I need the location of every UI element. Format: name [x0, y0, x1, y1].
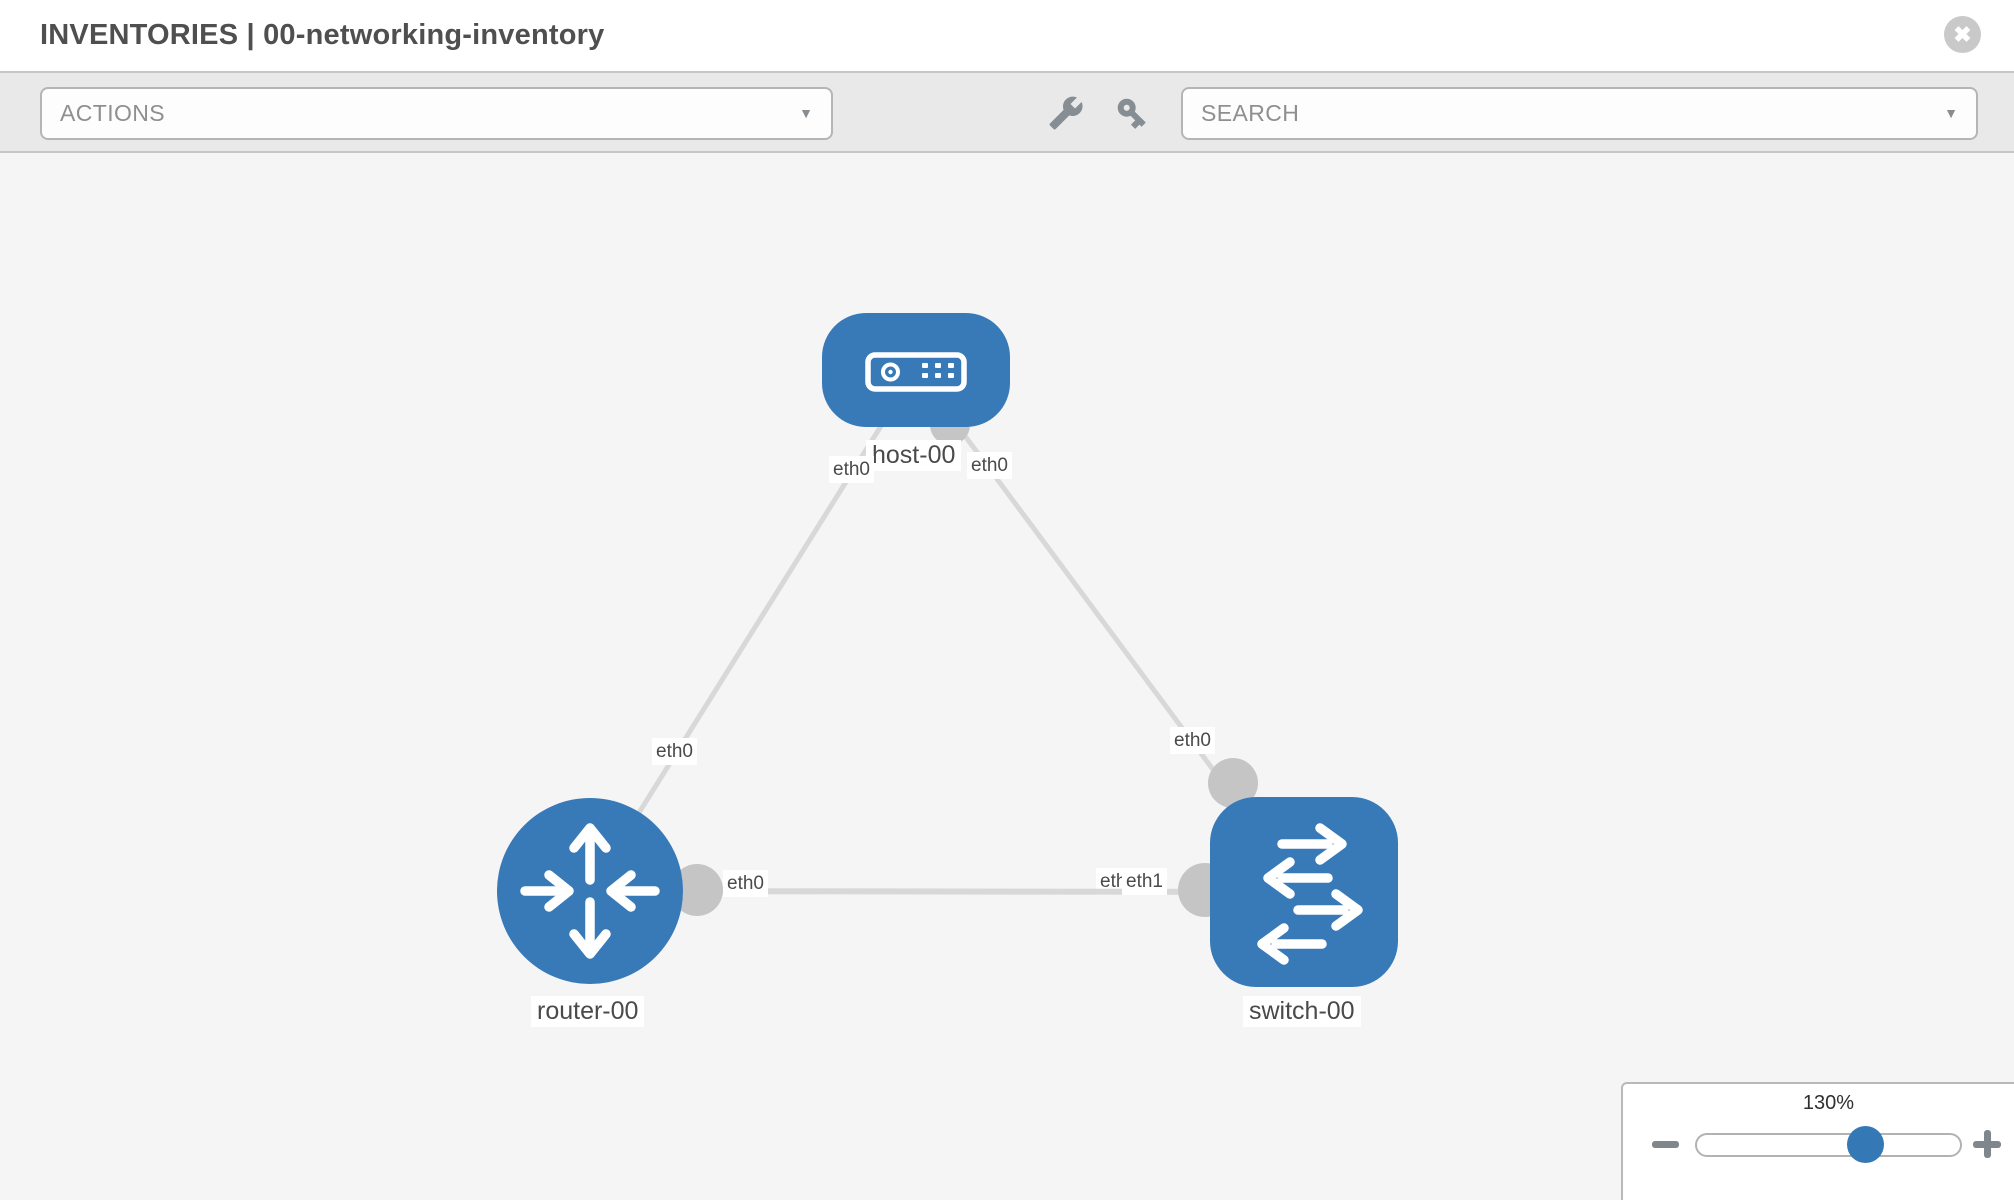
zoom-slider-handle[interactable] — [1847, 1126, 1884, 1163]
switch-icon — [1257, 823, 1363, 965]
chevron-down-icon: ▼ — [1944, 105, 1958, 121]
host-icon — [865, 352, 967, 392]
topology-canvas[interactable]: eth0 — [0, 153, 2014, 1200]
interface-label-router-eth0-right: eth0 — [723, 870, 768, 897]
node-label-router-00: router-00 — [531, 996, 645, 1027]
close-button[interactable]: ✖ — [1944, 16, 1981, 53]
node-label-switch-00: switch-00 — [1243, 996, 1361, 1027]
toolbar: ACTIONS ▼ SEARCH ▼ — [0, 73, 2014, 153]
zoom-out-button[interactable] — [1652, 1141, 1679, 1148]
zoom-in-button[interactable] — [1973, 1130, 2001, 1158]
configure-button[interactable] — [1046, 93, 1086, 133]
node-router-00[interactable] — [497, 798, 683, 984]
page-title: INVENTORIES | 00-networking-inventory — [40, 19, 605, 51]
links-layer — [587, 368, 1307, 917]
node-label-host-00: host-00 — [866, 440, 962, 471]
connector-switch-eth0 — [1208, 758, 1258, 808]
plus-icon — [1984, 1130, 1991, 1158]
key-icon — [1117, 98, 1146, 129]
credentials-button[interactable] — [1112, 93, 1152, 133]
interface-label-host-eth0-right: eth0 — [967, 452, 1012, 479]
close-icon: ✖ — [1953, 21, 1972, 47]
router-icon — [520, 823, 660, 959]
interface-label-switch-eth0-top: eth0 — [1170, 727, 1215, 754]
wrench-icon — [1049, 96, 1083, 130]
chevron-down-icon: ▼ — [799, 105, 813, 121]
interface-label-switch-eth1-left: eth1 — [1122, 868, 1167, 895]
actions-dropdown-label: ACTIONS — [60, 100, 166, 126]
search-dropdown[interactable]: SEARCH ▼ — [1181, 87, 1978, 140]
node-host-00[interactable] — [822, 313, 1010, 427]
zoom-level-value: 130% — [1802, 1092, 1855, 1114]
interface-label-router-eth0-top: eth0 — [652, 738, 697, 765]
connector-router-eth0 — [671, 864, 723, 916]
interface-label-host-eth0-left: eth0 — [829, 456, 874, 483]
zoom-panel: 130% — [1621, 1082, 2014, 1200]
node-switch-00[interactable] — [1210, 797, 1398, 987]
actions-dropdown[interactable]: ACTIONS ▼ — [40, 87, 833, 140]
zoom-slider-track[interactable] — [1695, 1133, 1962, 1157]
header: INVENTORIES | 00-networking-inventory ✖ — [0, 0, 2014, 73]
search-placeholder: SEARCH — [1201, 100, 1300, 126]
